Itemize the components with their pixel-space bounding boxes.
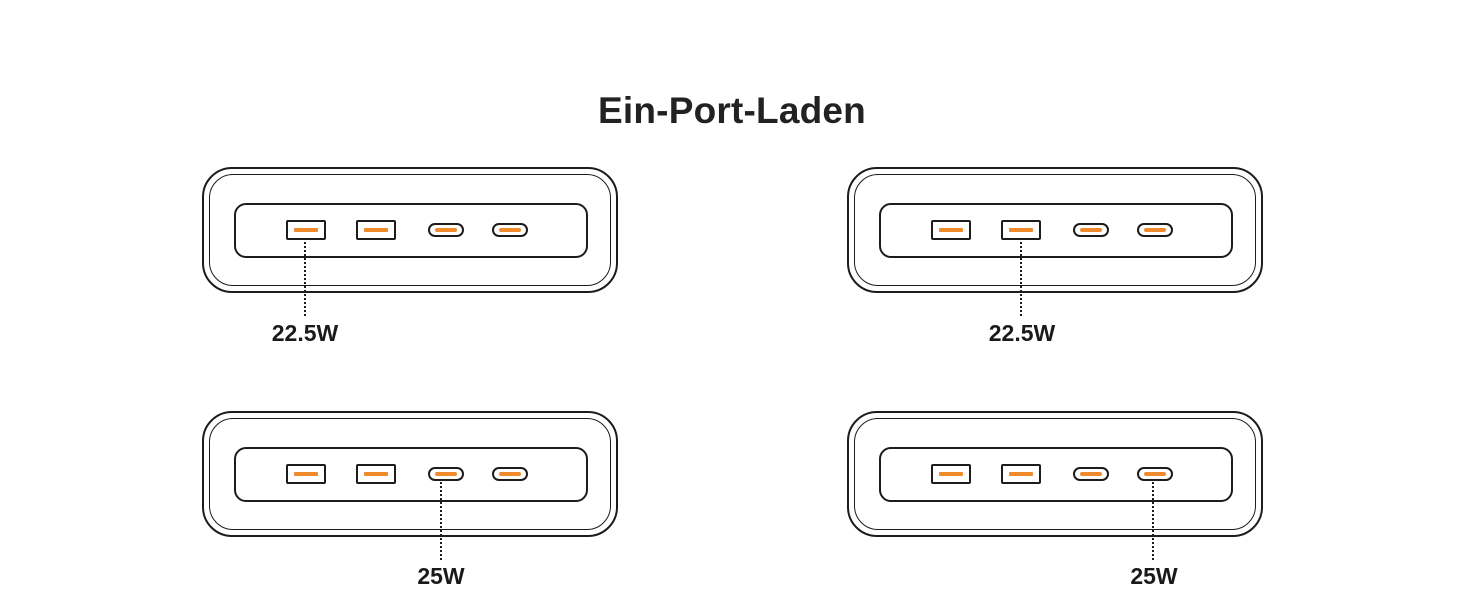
usb-c-port-2 [1137, 223, 1173, 237]
power-label: 25W [1130, 563, 1178, 589]
usb-a-port-1 [286, 220, 326, 240]
port-contact [499, 228, 521, 232]
port-contact [1144, 472, 1166, 476]
port-contact [435, 472, 457, 476]
port-panel [234, 203, 588, 258]
usb-c-port-1 [428, 223, 464, 237]
port-contact [939, 472, 963, 476]
port-contact [1009, 472, 1033, 476]
callout-leader-line [1152, 482, 1154, 560]
callout-leader-line [304, 238, 306, 316]
device-bezel [854, 174, 1256, 286]
usb-c-port-2 [492, 467, 528, 481]
usb-a-port-2 [356, 220, 396, 240]
port-contact [294, 472, 318, 476]
port-contact [939, 228, 963, 232]
device-bezel [209, 174, 611, 286]
callout-leader-line [440, 482, 442, 560]
usb-c-port-1 [1073, 467, 1109, 481]
charger-device [847, 167, 1263, 293]
callout-leader-line [1020, 238, 1022, 316]
usb-a-port-2 [356, 464, 396, 484]
usb-c-port-1 [1073, 223, 1109, 237]
device-bezel [209, 418, 611, 530]
usb-a-port-1 [931, 220, 971, 240]
port-contact [435, 228, 457, 232]
port-contact [364, 228, 388, 232]
usb-c-port-2 [1137, 467, 1173, 481]
port-panel [234, 447, 588, 502]
charger-device [847, 411, 1263, 537]
usb-c-port-2 [492, 223, 528, 237]
port-contact [294, 228, 318, 232]
device-bezel [854, 418, 1256, 530]
port-contact [364, 472, 388, 476]
usb-a-port-2 [1001, 464, 1041, 484]
port-contact [1080, 472, 1102, 476]
usb-a-port-1 [286, 464, 326, 484]
power-label: 22.5W [988, 320, 1056, 346]
port-panel [879, 203, 1233, 258]
usb-c-port-1 [428, 467, 464, 481]
charger-device [202, 167, 618, 293]
power-label: 25W [417, 563, 465, 589]
port-contact [1144, 228, 1166, 232]
port-contact [1009, 228, 1033, 232]
usb-a-port-1 [931, 464, 971, 484]
port-contact [1080, 228, 1102, 232]
port-panel [879, 447, 1233, 502]
port-contact [499, 472, 521, 476]
power-label: 22.5W [271, 320, 339, 346]
charger-device [202, 411, 618, 537]
usb-a-port-2 [1001, 220, 1041, 240]
diagram-title: Ein-Port-Laden [598, 90, 866, 131]
